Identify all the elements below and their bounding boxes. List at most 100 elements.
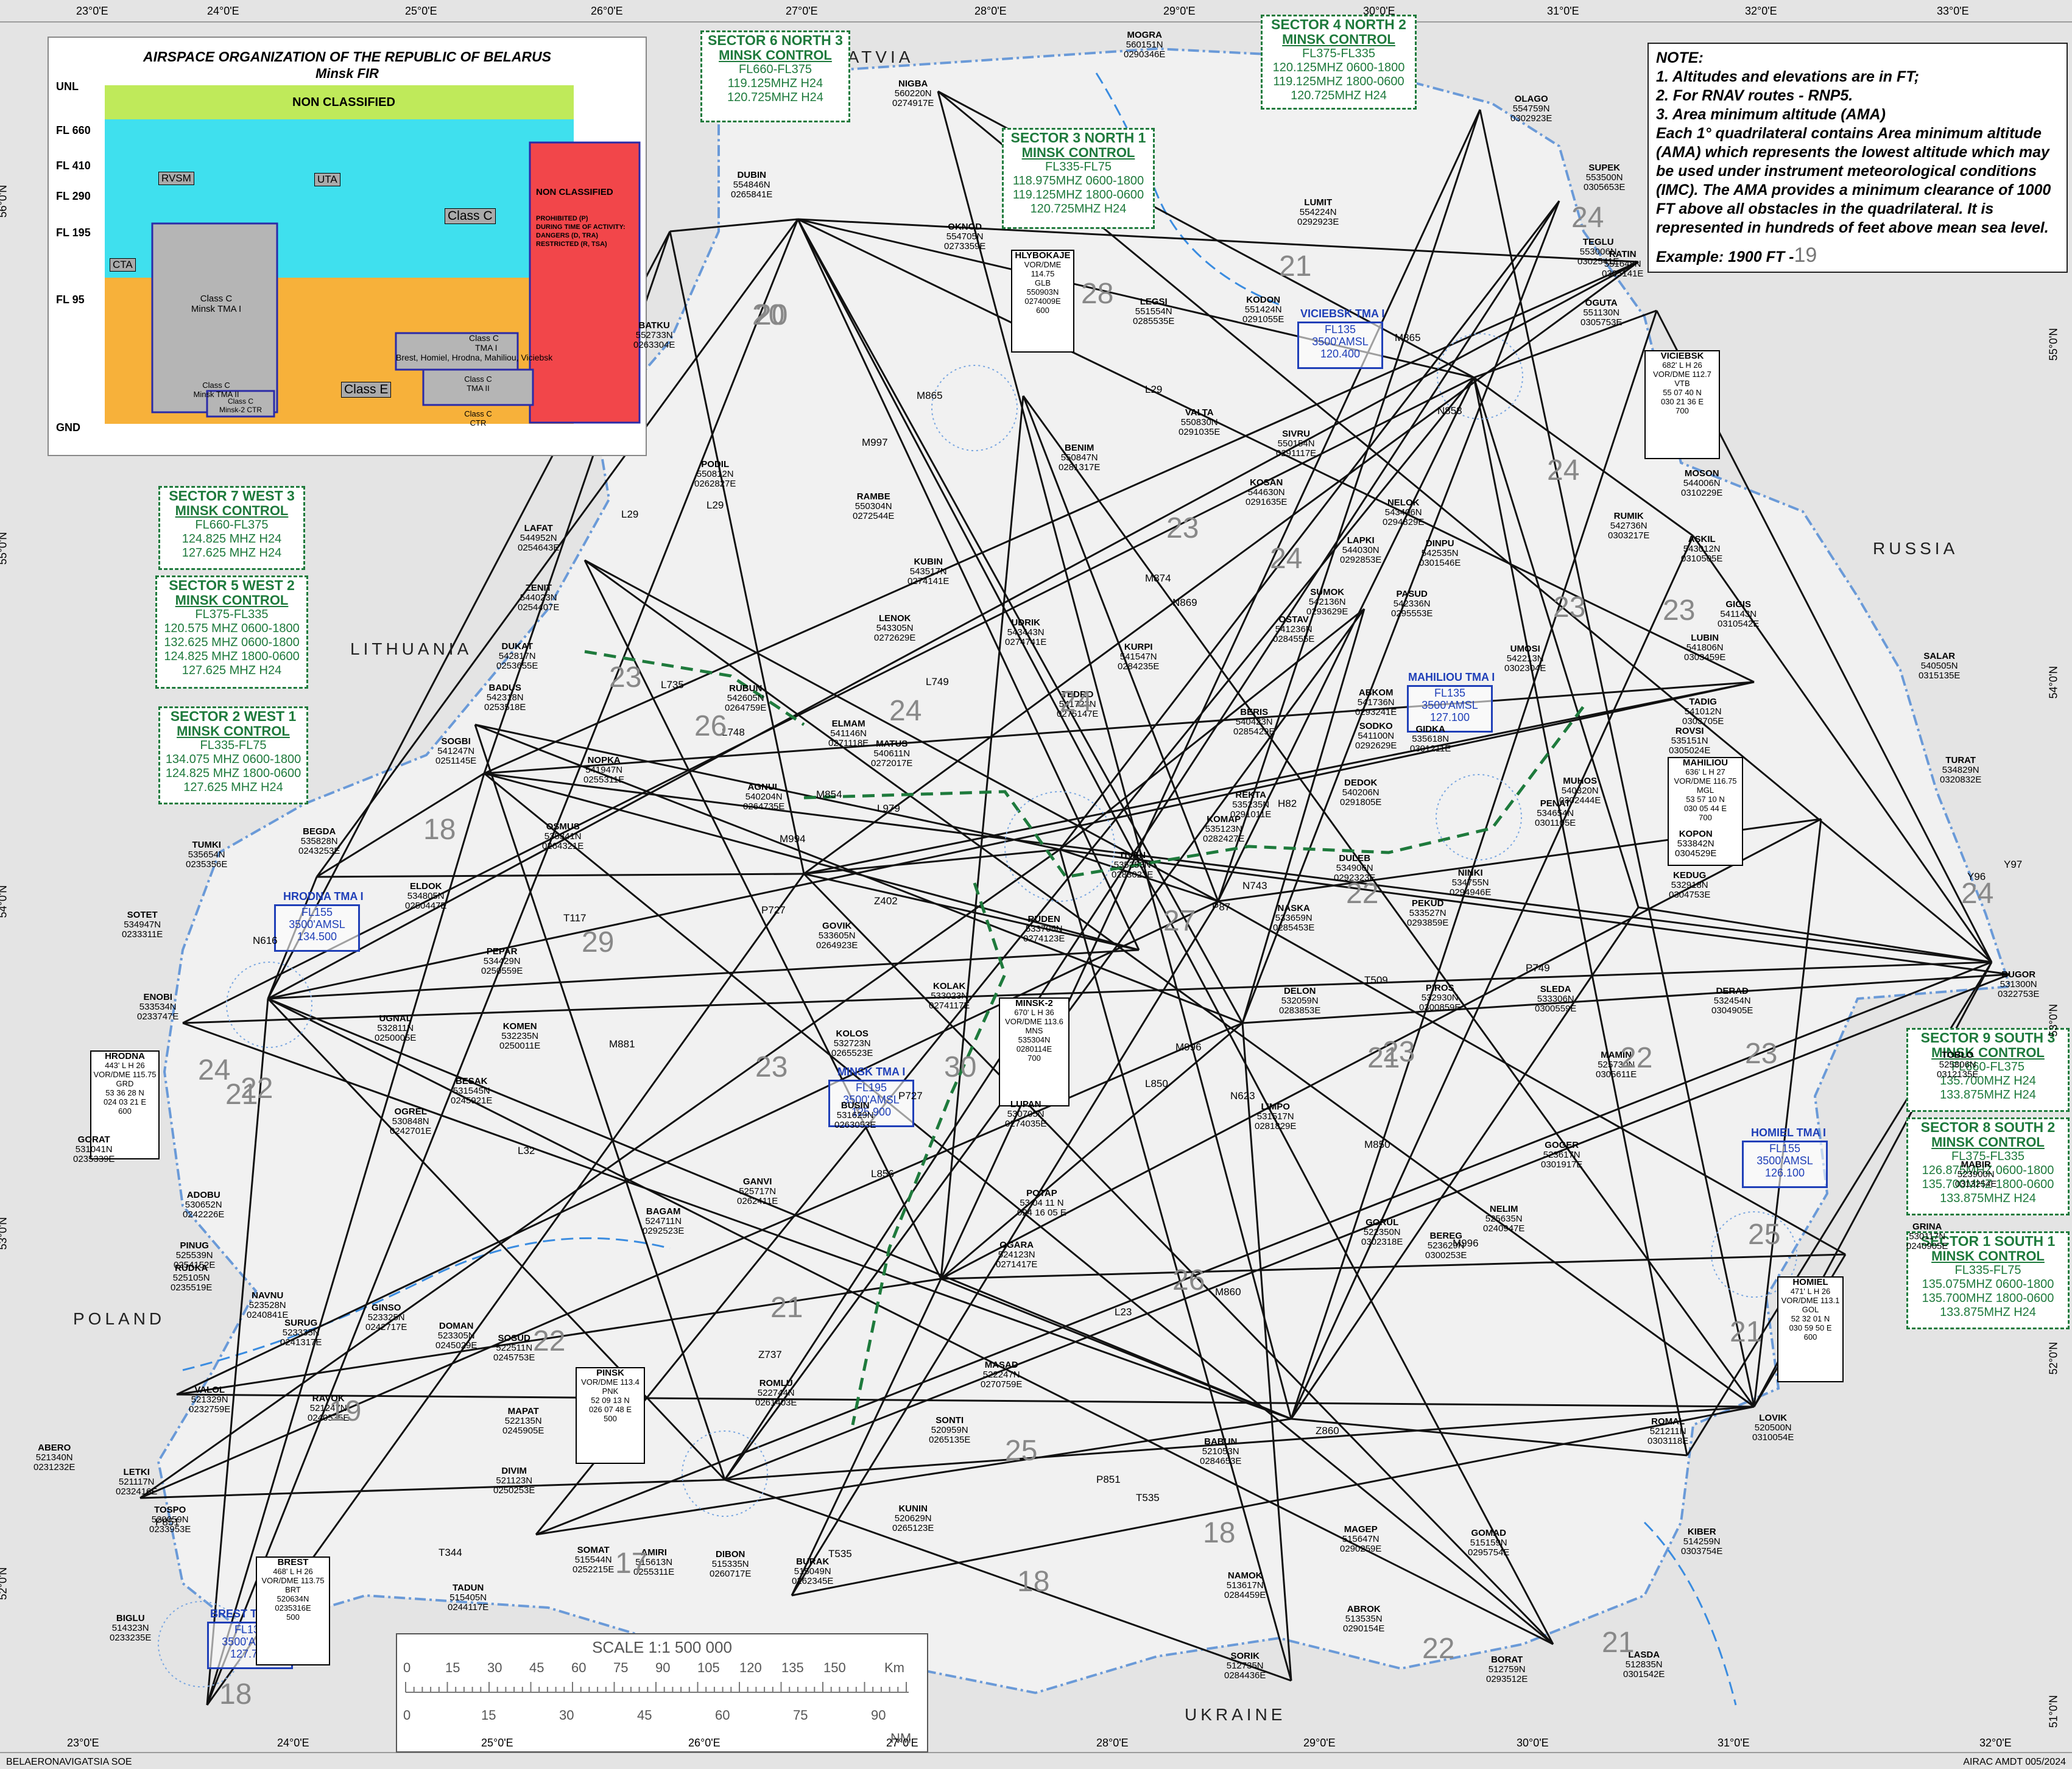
route-label: L29: [707, 499, 724, 511]
waypoint-name: NELOK: [1387, 498, 1420, 508]
waypoint-lat: 531629N: [836, 1110, 874, 1120]
waypoint-lat: 521123N: [496, 1475, 533, 1486]
waypoint-lon: 0252215E: [573, 1564, 615, 1575]
airway-segment: [724, 1479, 1292, 1682]
waypoint-name: GIDKA: [1415, 724, 1445, 734]
route-label: T535: [828, 1548, 852, 1560]
waypoint-lon: 0303705E: [1682, 716, 1724, 726]
grid-label-bottom: 29°0'E: [1303, 1737, 1336, 1749]
waypoint-name: TEGLU: [1582, 237, 1614, 247]
ama-value: 24: [1571, 202, 1604, 234]
route-label: N623: [1230, 1090, 1255, 1102]
waypoint-name: OGARA: [999, 1240, 1034, 1250]
waypoint-name: SLEDA: [1540, 984, 1571, 994]
viciebsk-tma-label: VICIEBSK TMA I: [1300, 308, 1385, 320]
sector-2-west-1-box: SECTOR 2 WEST 1 MINSK CONTROL FL335-FL75…: [158, 706, 308, 804]
waypoint-name: KUNIN: [898, 1503, 928, 1514]
waypoint-lat: 523335N: [282, 1328, 320, 1338]
note-example: Example: 1900 FT -19: [1656, 244, 1817, 267]
footer-left: BELAERONAVIGATSIA SOE: [6, 1757, 132, 1767]
ama-value: 17: [615, 1547, 648, 1580]
waypoint-lon: 0254152E: [174, 1260, 216, 1270]
waypoint-lat: 540206N: [1342, 787, 1380, 798]
ama-value: 21: [225, 1078, 258, 1111]
ama-value: 23: [1553, 591, 1586, 624]
waypoint-lat: 522135N: [504, 1416, 542, 1426]
waypoint-name: SUMOK: [1310, 587, 1345, 597]
navaid-line: 520634N: [277, 1594, 309, 1603]
waypoint-lon: 0262827E: [694, 479, 736, 489]
airway-segment: [797, 219, 1140, 951]
legend-level-fl195: FL 195: [56, 227, 91, 239]
legend-cta: CTA: [110, 258, 136, 272]
navaid-name: HOMIEL: [1792, 1277, 1828, 1287]
scale-km-label: 90: [655, 1660, 671, 1675]
waypoint-name: PENAT: [1540, 798, 1571, 809]
waypoint-lon: 0235339E: [73, 1154, 115, 1164]
waypoint-name: KOMEN: [502, 1021, 537, 1032]
airway-segment: [797, 218, 1639, 263]
grid-label-top: 28°0'E: [974, 5, 1007, 17]
airway-segment: [1059, 848, 2010, 976]
waypoint-lon: 0303459E: [1684, 652, 1726, 663]
ama-value: 25: [1005, 1435, 1038, 1467]
waypoint-lat: 534654N: [1537, 808, 1574, 818]
route-label: P727: [761, 904, 786, 916]
airway-segment: [1638, 906, 1992, 963]
waypoint-lon: 0255311E: [633, 1567, 675, 1577]
navaid-name: BREST: [277, 1557, 309, 1567]
airway-segment: [797, 218, 1755, 683]
waypoint-name: KIBER: [1687, 1527, 1716, 1537]
route-label: M994: [780, 833, 806, 845]
navaid-line: 700: [1676, 406, 1689, 415]
waypoint-lat: 525717N: [739, 1186, 777, 1197]
waypoint-lat: 551554N: [1135, 306, 1172, 317]
waypoint-lat: 550304N: [855, 501, 892, 512]
airway-segment: [315, 219, 799, 877]
airway-segment: [940, 1253, 1846, 1280]
waypoint-lon: 0304753E: [1669, 890, 1711, 900]
route-label: N616: [253, 935, 278, 946]
waypoint-lon: 0294946E: [1450, 887, 1492, 898]
waypoint-name: TURAT: [1945, 755, 1976, 765]
ama-value: 21: [1730, 1316, 1763, 1348]
waypoint-lat: 532811N: [377, 1023, 414, 1033]
waypoint-lat: 515405N: [449, 1592, 487, 1603]
grid-label-top: 27°0'E: [786, 5, 818, 17]
airspace-organization-legend: AIRSPACE ORGANIZATION OF THE REPUBLIC OF…: [48, 37, 647, 456]
airway-segment: [937, 91, 1292, 1419]
grid-label-bottom: 30°0'E: [1517, 1737, 1549, 1749]
waypoint-lat: 513617N: [1226, 1580, 1264, 1591]
navaid-line: 53 57 10 N: [1686, 795, 1725, 804]
waypoint-name: SODKO: [1359, 721, 1393, 731]
waypoint-name: ABERO: [38, 1443, 71, 1453]
waypoint-name: PIROS: [1425, 983, 1454, 993]
waypoint-lon: 0235519E: [171, 1282, 213, 1293]
note-box: NOTE: 1. Altitudes and elevations are in…: [1647, 43, 2068, 273]
waypoint-lon: 0254643E: [518, 543, 560, 553]
waypoint-name: REKTA: [1235, 790, 1266, 800]
waypoint-name: LENOK: [878, 613, 911, 624]
navaid-name: HRODNA: [105, 1051, 145, 1061]
grid-label-top: 32°0'E: [1745, 5, 1777, 17]
waypoint-lat: 543406N: [1384, 507, 1422, 518]
waypoint-lat: 544006N: [1683, 478, 1721, 488]
waypoint-lon: 0293241E: [1355, 707, 1397, 717]
